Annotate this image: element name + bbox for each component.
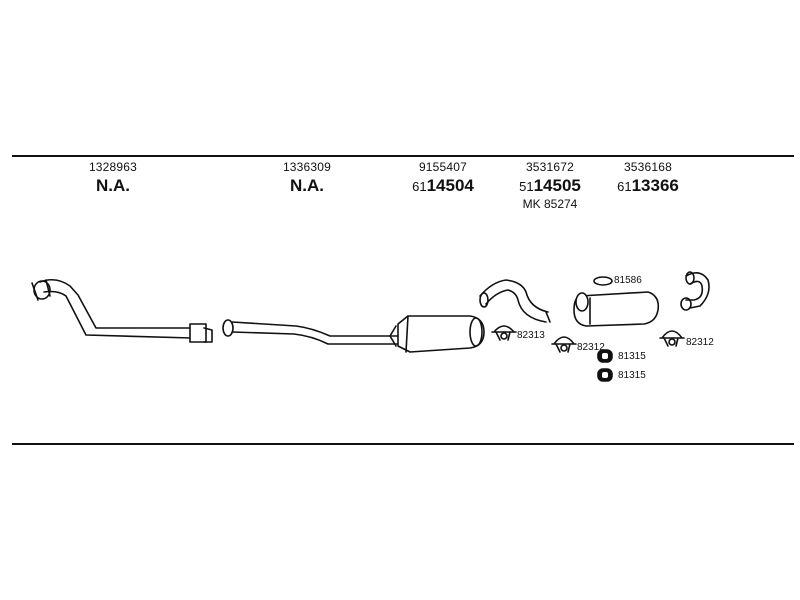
column-intermediate-pipe: 1336309 N.A.: [283, 160, 331, 196]
part-number: 6113366: [617, 176, 679, 196]
part-number: 5114505: [519, 176, 581, 196]
part-prefix: 51: [519, 179, 534, 194]
bottom-rule: [12, 443, 794, 445]
oe-code: 9155407: [418, 160, 468, 174]
label-gasket: 81586: [614, 275, 642, 286]
part-number: 6114504: [412, 176, 474, 196]
column-middle-silencer: 9155407 6114504: [412, 160, 474, 196]
intermediate-pipe-drawing: [222, 319, 399, 345]
oe-code: 3531672: [525, 160, 575, 174]
part-number: N.A.: [96, 176, 130, 195]
label-clamp-b: 82312: [577, 342, 605, 353]
rear-tail-pipe-drawing: [680, 271, 710, 311]
part-main: 13366: [631, 176, 679, 195]
clamp-82312-left-drawing: [551, 336, 577, 353]
column-rear-silencer: 3536168 6113366: [617, 160, 679, 196]
part-prefix: 61: [617, 179, 632, 194]
label-clamp-c: 82312: [686, 337, 714, 348]
middle-silencer-drawing: [389, 315, 485, 353]
part-prefix: 61: [412, 179, 427, 194]
hanger-81315-b-drawing: [597, 368, 613, 382]
tail-pipe-drawing: [479, 279, 551, 323]
label-hanger-b: 81315: [618, 370, 646, 381]
gasket-drawing: [593, 276, 613, 286]
label-hanger-a: 81315: [618, 351, 646, 362]
column-tail-pipe: 3531672 5114505 MK 85274: [519, 160, 581, 211]
oe-code: 1328963: [88, 160, 138, 174]
top-rule: [12, 155, 794, 157]
oe-code: 1336309: [282, 160, 332, 174]
part-number: N.A.: [290, 176, 324, 195]
clamp-82312-right-drawing: [659, 330, 685, 347]
clamp-82313-drawing: [491, 325, 517, 341]
column-front-pipe: 1328963 N.A.: [89, 160, 137, 196]
front-pipe-drawing: [31, 278, 213, 343]
rear-silencer-drawing: [573, 291, 660, 327]
part-main: 14504: [426, 176, 474, 195]
hanger-81315-a-drawing: [597, 349, 613, 363]
mounting-kit: MK 85274: [522, 197, 578, 211]
label-clamp-a: 82313: [517, 330, 545, 341]
oe-code: 3536168: [623, 160, 673, 174]
part-main: 14505: [533, 176, 581, 195]
